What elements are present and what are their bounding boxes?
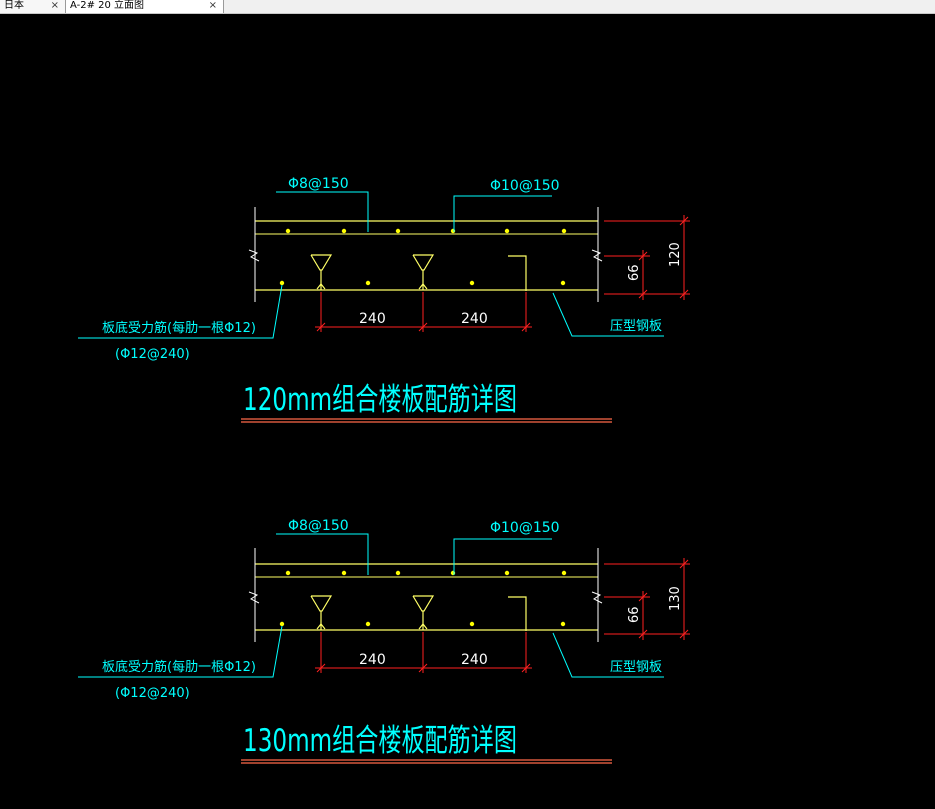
dimension-thickness — [604, 558, 690, 640]
deck-rib-1 — [310, 595, 333, 630]
bottom-rebar-dots — [279, 280, 566, 286]
drawing-stroke — [638, 629, 648, 639]
drawing-stroke — [279, 621, 285, 627]
leader-top-right — [453, 538, 552, 575]
drawing-stroke — [561, 570, 567, 576]
dim-label-slab-thickness: 130 — [668, 586, 683, 611]
drawing-stroke — [450, 228, 456, 234]
drawing-stroke — [469, 621, 475, 627]
drawing-stroke — [418, 663, 428, 673]
drawing-stroke — [285, 570, 291, 576]
label-bottom-rib: 板底受力筋(每肋一根Φ12) — [102, 659, 256, 675]
drawing-stroke — [504, 570, 510, 576]
drawing-stroke — [316, 663, 326, 673]
dim-label-rib-1: 240 — [359, 311, 386, 327]
detail-title-120: 120mm组合楼板配筋详图 — [243, 382, 517, 418]
dim-label-rib-2: 240 — [461, 652, 488, 668]
drawing-stroke — [316, 322, 326, 332]
dim-label-rib-height: 66 — [627, 264, 642, 281]
drawing-stroke — [504, 228, 510, 234]
drawing-stroke — [341, 570, 347, 576]
label-bottom-rib-sub: (Φ12@240) — [115, 686, 190, 701]
dimension-rib-spacing — [315, 292, 532, 332]
drawing-stroke — [316, 623, 326, 630]
drawing-stroke — [418, 322, 428, 332]
label-top-right: Φ10@150 — [490, 520, 560, 536]
drawing-stroke — [365, 280, 371, 286]
leader-deck — [552, 632, 664, 678]
deck-rib-1 — [310, 254, 333, 290]
drawing-stroke — [450, 570, 456, 576]
leader-top-right — [453, 195, 552, 232]
drawing-stroke — [679, 216, 689, 226]
dimension-rib-spacing — [315, 632, 532, 673]
drawing-stroke — [418, 623, 428, 630]
break-symbol-left — [248, 591, 260, 604]
label-top-left: Φ8@150 — [288, 518, 349, 534]
drawing-stroke — [638, 289, 648, 299]
top-rebar-dots — [285, 228, 567, 234]
dim-label-slab-thickness: 120 — [668, 242, 683, 267]
tab-document-2[interactable]: A-2# 20 立面图 × — [66, 0, 224, 13]
drawing-stroke — [418, 283, 428, 290]
drawing-stroke — [310, 254, 333, 271]
drawing-stroke — [310, 595, 333, 612]
bottom-rebar-dots — [279, 621, 566, 627]
label-deck: 压型钢板 — [610, 660, 662, 675]
label-top-left: Φ8@150 — [288, 176, 349, 192]
top-rebar-dots — [285, 570, 567, 576]
document-tab-bar: 日本 × A-2# 20 立面图 × — [0, 0, 935, 14]
drawing-stroke — [679, 559, 689, 569]
tab-close-icon[interactable]: × — [208, 0, 217, 11]
drawing-stroke — [560, 621, 566, 627]
dim-label-rib-2: 240 — [461, 311, 488, 327]
dimension-thickness — [604, 215, 690, 300]
deck-end-hook — [508, 255, 527, 291]
cad-drawing-canvas[interactable]: Φ8@150 Φ10@150 板底受力筋(每肋一根Φ12) (Φ12@240) … — [0, 14, 935, 809]
leader-top-left — [276, 533, 369, 575]
drawing-stroke — [521, 322, 531, 332]
tab-close-icon[interactable]: × — [50, 0, 59, 11]
drawing-stroke — [412, 595, 435, 612]
drawing-stroke — [285, 228, 291, 234]
drawing-stroke — [341, 228, 347, 234]
drawing-stroke — [679, 629, 689, 639]
label-deck: 压型钢板 — [610, 319, 662, 334]
slab-detail-130: Φ8@150 Φ10@150 板底受力筋(每肋一根Φ12) (Φ12@240) … — [78, 518, 690, 764]
leader-bottom-rib — [78, 625, 283, 678]
leader-bottom-rib — [78, 284, 283, 339]
drawing-stroke — [279, 280, 285, 286]
drawing-stroke — [316, 283, 326, 290]
slab-detail-120: Φ8@150 Φ10@150 板底受力筋(每肋一根Φ12) (Φ12@240) … — [78, 176, 690, 423]
break-symbol-left — [248, 249, 260, 262]
drawing-stroke — [638, 251, 648, 261]
drawing-stroke — [395, 228, 401, 234]
dim-label-rib-height: 66 — [627, 606, 642, 623]
drawing-stroke — [561, 228, 567, 234]
leader-top-left — [276, 191, 369, 232]
dim-label-rib-1: 240 — [359, 652, 386, 668]
detail-title-130: 130mm组合楼板配筋详图 — [243, 723, 517, 759]
deck-rib-2 — [412, 595, 435, 630]
drawing-stroke — [679, 289, 689, 299]
drawing-stroke — [560, 280, 566, 286]
drawing-stroke — [469, 280, 475, 286]
deck-end-hook — [508, 596, 527, 631]
drawing-stroke — [395, 570, 401, 576]
drawing-stroke — [638, 592, 648, 602]
tab-label: 日本 — [4, 0, 24, 11]
drawing-stroke — [365, 621, 371, 627]
break-symbol-right — [591, 249, 603, 262]
label-bottom-rib-sub: (Φ12@240) — [115, 347, 190, 362]
drawing-stroke — [521, 663, 531, 673]
label-top-right: Φ10@150 — [490, 178, 560, 194]
leader-deck — [552, 292, 664, 337]
drawing-stroke — [412, 254, 435, 271]
deck-rib-2 — [412, 254, 435, 290]
break-symbol-right — [591, 591, 603, 604]
tab-document-1[interactable]: 日本 × — [0, 0, 66, 13]
tab-label: A-2# 20 立面图 — [70, 0, 145, 11]
label-bottom-rib: 板底受力筋(每肋一根Φ12) — [102, 320, 256, 336]
